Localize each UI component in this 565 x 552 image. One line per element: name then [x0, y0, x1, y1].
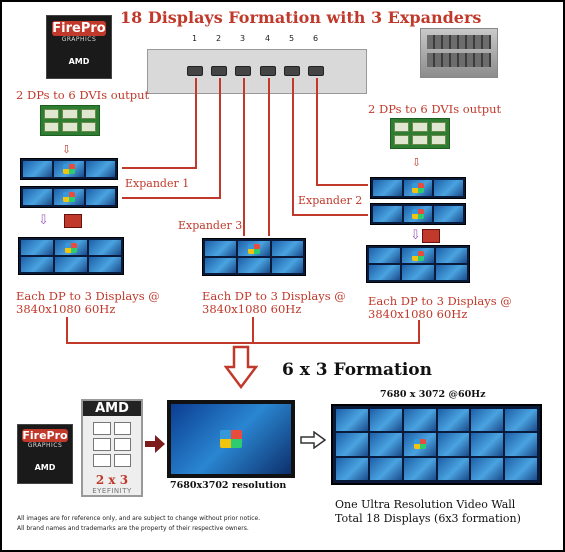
right-ati-chip: [422, 229, 440, 243]
right-down-arrow: ⇩: [412, 156, 422, 169]
video-wall-6x3: [331, 404, 542, 485]
display-port-5: [284, 66, 300, 76]
left-dvi-caption: 2 DPs to 6 DVIs output: [16, 88, 150, 102]
connector-line-port2-h: [122, 197, 221, 199]
left-purple-arrow: ⇩: [38, 213, 49, 228]
right-purple-arrow: ⇩: [410, 228, 421, 243]
display-port-2: [211, 66, 227, 76]
port-number-5: 5: [289, 34, 295, 43]
port-number-6: 6: [313, 34, 319, 43]
connector-line-port3: [243, 78, 245, 236]
expander-hardware-photo: [420, 28, 498, 78]
merge-down-arrow: [223, 345, 259, 390]
firepro-logo: FirePro: [52, 21, 106, 36]
connector-line-port1: [195, 78, 197, 168]
firepro-badge-bottom: FirePro GRAPHICS AMD: [17, 424, 73, 484]
eyefinity-to-screen-arrow: [145, 435, 165, 453]
connector-line-port6-h: [316, 184, 368, 186]
left-bottom-text-1: Each DP to 3 Displays @: [16, 289, 160, 303]
eyefinity-grid-icon: [83, 416, 141, 473]
right-bottom-text-2: 3840x1080 60Hz: [368, 307, 468, 321]
expander-3-label: Expander 3: [178, 219, 243, 232]
left-bottom-text-2: 3840x1080 60Hz: [16, 302, 116, 316]
graphics-card-bracket: [147, 49, 367, 94]
diagram-title: 18 Displays Formation with 3 Expanders: [120, 8, 482, 27]
left-dvi-adapter: [40, 105, 100, 136]
amd-logo: AMD: [68, 57, 90, 66]
display-port-1: [187, 66, 203, 76]
right-display-wall: [366, 245, 470, 283]
display-port-4: [260, 66, 276, 76]
connector-line-port5-h: [292, 214, 368, 216]
right-dvi-caption: 2 DPs to 6 DVIs output: [368, 102, 502, 116]
display-port-3: [235, 66, 251, 76]
middle-display-wall: [202, 238, 306, 276]
merge-left-vertical: [66, 317, 68, 343]
connector-line-port5: [292, 78, 294, 216]
firepro-badge-top: FirePro GRAPHICS AMD: [46, 15, 112, 79]
merge-mid-vertical: [252, 317, 254, 343]
connector-line-port4: [268, 78, 270, 236]
screen-to-wall-arrow: [300, 430, 327, 450]
port-number-3: 3: [240, 34, 246, 43]
right-bottom-text-1: Each DP to 3 Displays @: [368, 294, 512, 308]
eyefinity-config: 2 x 3: [95, 473, 129, 487]
video-wall-desc-1: One Ultra Resolution Video Wall: [335, 498, 516, 511]
port-number-2: 2: [216, 34, 222, 43]
merge-horizontal: [66, 342, 420, 344]
eyefinity-box: AMD 2 x 3 EYEFINITY: [81, 399, 143, 497]
left-display-wall: [18, 237, 124, 275]
expander-1-label: Expander 1: [125, 177, 190, 190]
video-wall-desc-2: Total 18 Displays (6x3 formation): [335, 512, 521, 525]
formation-title: 6 x 3 Formation: [282, 360, 432, 380]
display-port-6: [308, 66, 324, 76]
firepro-sub-bottom: GRAPHICS: [27, 442, 63, 449]
eyefinity-label: EYEFINITY: [92, 487, 132, 495]
left-expander-top-row: [20, 158, 118, 180]
right-expander-bottom-row: [370, 203, 466, 225]
port-number-1: 1: [192, 34, 198, 43]
left-down-arrow: ⇩: [62, 143, 72, 156]
connector-line-port6: [316, 78, 318, 186]
video-wall-resolution-caption: 7680 x 3072 @60Hz: [380, 389, 486, 400]
middle-bottom-text-1: Each DP to 3 Displays @: [202, 289, 346, 303]
single-large-screen: [167, 400, 295, 478]
merge-right-vertical: [418, 320, 420, 343]
right-expander-top-row: [370, 177, 466, 199]
screen-resolution-caption: 7680x3702 resolution: [170, 480, 287, 491]
port-number-4: 4: [265, 34, 271, 43]
eyefinity-amd-header: AMD: [83, 401, 141, 416]
disclaimer-line-1: All images are for reference only, and a…: [17, 515, 261, 522]
connector-line-port1-h: [122, 167, 197, 169]
middle-bottom-text-2: 3840x1080 60Hz: [202, 302, 302, 316]
right-dvi-adapter: [390, 118, 450, 149]
disclaimer-line-2: All brand names and trademarks are the p…: [17, 525, 249, 532]
firepro-sub: GRAPHICS: [61, 36, 97, 43]
left-ati-chip: [64, 214, 82, 228]
connector-line-port2: [219, 78, 221, 198]
left-expander-bottom-row: [20, 186, 118, 208]
expander-2-label: Expander 2: [298, 194, 363, 207]
firepro-logo-bottom: FirePro: [22, 429, 68, 442]
amd-logo-bottom: AMD: [34, 463, 56, 472]
